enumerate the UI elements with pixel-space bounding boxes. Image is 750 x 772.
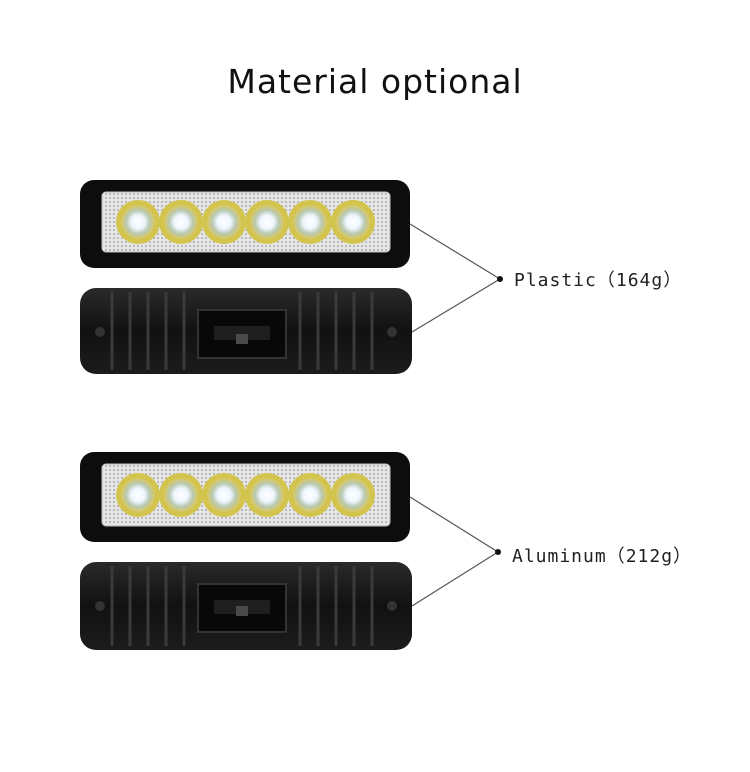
- leader-lines-plastic: [409, 223, 501, 333]
- led-row-2: [116, 473, 375, 517]
- light-back-aluminum: [80, 562, 412, 650]
- leader-dot-plastic: [497, 276, 503, 282]
- light-back-plastic: [80, 288, 412, 374]
- light-front-aluminum: [80, 452, 410, 542]
- leader-lines-aluminum: [409, 496, 499, 607]
- option-label-plastic: Plastic（164g）: [514, 270, 683, 291]
- led-row-1: [116, 200, 375, 244]
- leader-dot-aluminum: [495, 549, 501, 555]
- option-label-aluminum: Aluminum（212g）: [512, 546, 693, 567]
- light-front-plastic: [80, 180, 410, 268]
- page-title: Material optional: [227, 62, 523, 101]
